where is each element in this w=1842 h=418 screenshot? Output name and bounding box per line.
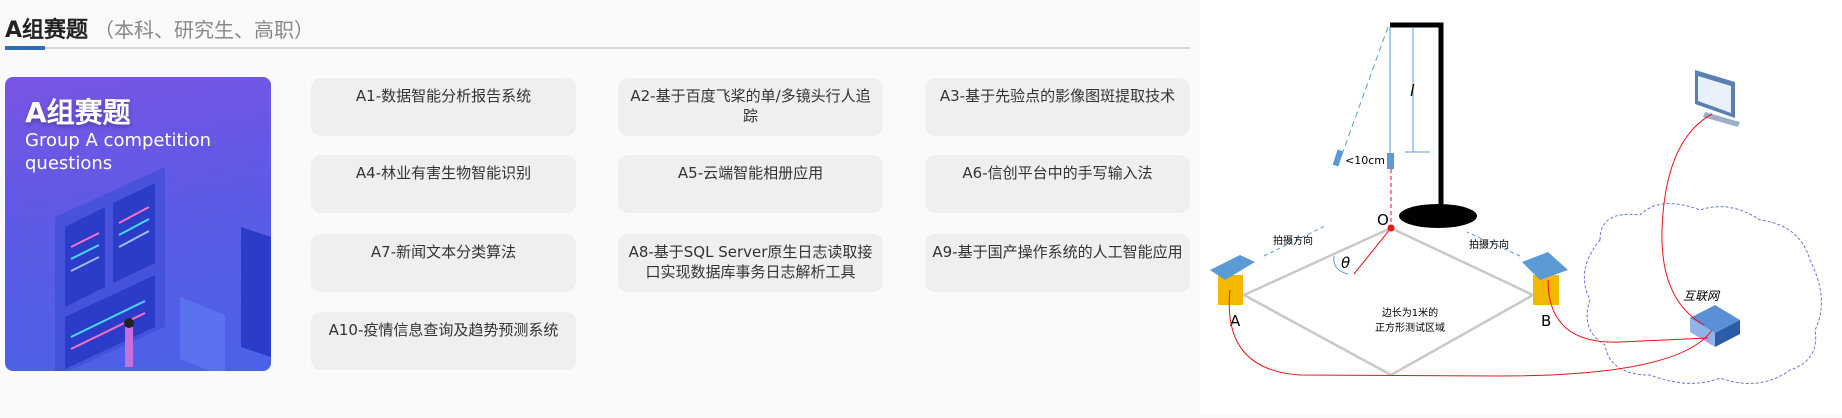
topic-card-a7[interactable]: A7-新闻文本分类算法 bbox=[311, 234, 576, 292]
direction-arrow-right bbox=[1466, 231, 1521, 257]
topic-card-a6[interactable]: A6-信创平台中的手写输入法 bbox=[925, 155, 1190, 213]
link-a-switch bbox=[1228, 289, 1713, 377]
section-title: A组赛题（本科、研究生、高职） bbox=[5, 12, 314, 44]
pendulum-stand bbox=[1390, 22, 1444, 210]
topic-card-a9[interactable]: A9-基于国产操作系统的人工智能应用 bbox=[925, 234, 1190, 292]
topic-card-a2[interactable]: A2-基于百度飞桨的单/多镜头行人追踪 bbox=[618, 78, 883, 136]
angle-arc bbox=[1333, 255, 1349, 275]
monitor-icon bbox=[1695, 70, 1740, 127]
network-label: 互联网 bbox=[1683, 289, 1721, 303]
title-main: A组赛题 bbox=[5, 18, 89, 43]
camera-b bbox=[1522, 252, 1568, 305]
system-diagram: l <10cm O θ 拍摄方向 拍摄方向 A B 边长为1米的 正方形测试区域… bbox=[1200, 0, 1842, 414]
direction-right-label: 拍摄方向 bbox=[1469, 238, 1509, 251]
topic-card-a5[interactable]: A5-云端智能相册应用 bbox=[618, 155, 883, 213]
topic-card-a3[interactable]: A3-基于先验点的影像图斑提取技术 bbox=[925, 78, 1190, 136]
swing-path bbox=[1339, 26, 1389, 161]
link-b-switch bbox=[1547, 279, 1709, 343]
divider bbox=[5, 47, 1190, 49]
swing-bob bbox=[1332, 149, 1344, 167]
title-subtitle: （本科、研究生、高职） bbox=[94, 18, 315, 42]
area-label-2: 正方形测试区域 bbox=[1375, 321, 1445, 334]
direction-left-label: 拍摄方向 bbox=[1273, 234, 1313, 247]
origin-label: O bbox=[1377, 211, 1389, 229]
area-label-1: 边长为1米的 bbox=[1382, 306, 1438, 319]
direction-arrow-left bbox=[1263, 225, 1326, 257]
topic-card-a4[interactable]: A4-林业有害生物智能识别 bbox=[311, 155, 576, 213]
topic-card-a10[interactable]: A10-疫情信息查询及趋势预测系统 bbox=[311, 312, 576, 370]
camera-a bbox=[1210, 255, 1255, 305]
hero-title: A组赛题 bbox=[25, 96, 131, 129]
camera-b-label: B bbox=[1541, 312, 1551, 330]
diagram-svg: l <10cm O θ 拍摄方向 拍摄方向 A B 边长为1米的 正方形测试区域… bbox=[1210, 22, 1822, 384]
hero-subtitle: Group A competition questions bbox=[25, 130, 212, 174]
illustration bbox=[55, 167, 271, 371]
offset-label: <10cm bbox=[1345, 154, 1385, 167]
network-switch-icon bbox=[1690, 305, 1740, 347]
angle-label: θ bbox=[1341, 254, 1350, 272]
length-label: l bbox=[1410, 81, 1415, 100]
internet-cloud bbox=[1583, 203, 1822, 384]
angle-line bbox=[1353, 227, 1392, 275]
topic-card-a8[interactable]: A8-基于SQL Server原生日志读取接口实现数据库事务日志解析工具 bbox=[618, 234, 883, 292]
pendulum-bob bbox=[1387, 153, 1394, 169]
link-switch-monitor bbox=[1661, 113, 1713, 326]
hero-banner: A组赛题 Group A competition questions bbox=[5, 77, 271, 371]
topic-card-a1[interactable]: A1-数据智能分析报告系统 bbox=[311, 78, 576, 136]
camera-a-label: A bbox=[1230, 312, 1241, 330]
divider-accent bbox=[5, 46, 45, 50]
stand-base bbox=[1399, 204, 1477, 228]
